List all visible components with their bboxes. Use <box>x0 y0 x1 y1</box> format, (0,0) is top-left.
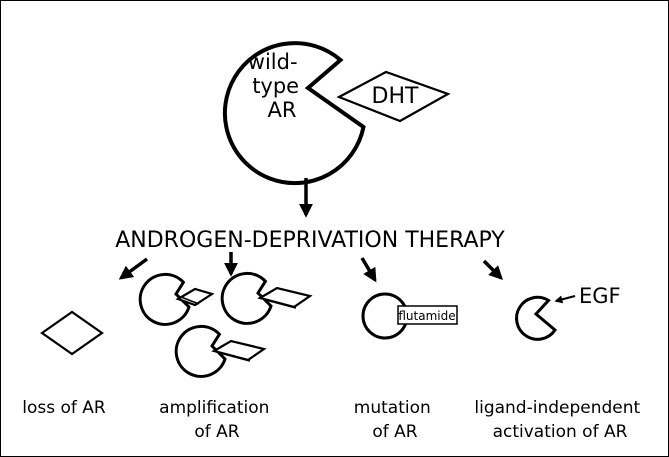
outcome-loss-label: loss of AR <box>22 398 106 418</box>
ligand-independent-receptor <box>515 295 557 341</box>
amplified-receptor-3 <box>174 324 267 378</box>
wild-type-ar-label: wild- type AR <box>248 50 306 122</box>
therapy-label: ANDROGEN-DEPRIVATION THERAPY <box>115 228 505 253</box>
outcome-mutation-label: mutation of AR <box>354 398 436 442</box>
egf-arrow <box>554 295 576 304</box>
outcome-ligand-independent-label: ligand-independent activation of AR <box>474 398 645 442</box>
wild-type-ar-receptor <box>222 41 366 186</box>
dht-ligand <box>336 70 451 123</box>
dht-label: DHT <box>372 84 419 109</box>
arrow-to-loss <box>118 257 149 280</box>
outcome-amplification-label: amplification of AR <box>159 398 275 442</box>
arrow-to-ligand-independent <box>482 259 503 280</box>
arrow-to-mutation <box>360 257 377 283</box>
amplified-receptor-2 <box>220 271 313 325</box>
flutamide-label: flutamide <box>398 309 455 323</box>
amplified-receptor-1 <box>138 272 215 326</box>
flutamide-box <box>397 305 458 325</box>
loss-dht-ligand <box>40 310 104 356</box>
egf-label: EGF <box>579 284 621 308</box>
